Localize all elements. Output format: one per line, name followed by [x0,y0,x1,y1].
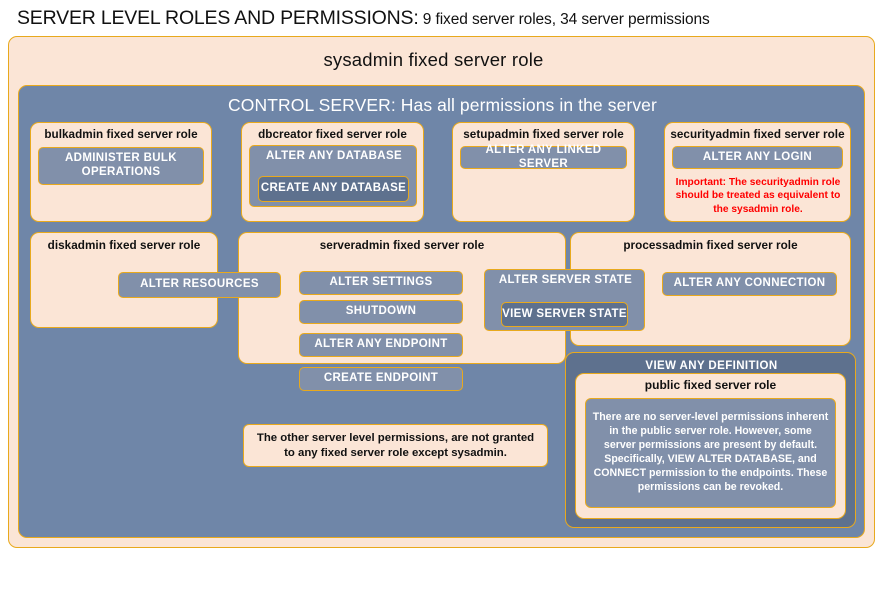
diskadmin-role-title: diskadmin fixed server role [47,239,201,252]
permission-shutdown[interactable]: SHUTDOWN [299,300,463,324]
securityadmin-warning-note: Important: The securityadmin role should… [675,176,841,215]
permission-alter-any-login[interactable]: ALTER ANY LOGIN [672,146,843,169]
securityadmin-role-title: securityadmin fixed server role [670,128,845,141]
page-title-subtitle: 9 fixed server roles, 34 server permissi… [418,11,710,28]
setupadmin-role-title: setupadmin fixed server role [463,128,624,141]
page-title-main: SERVER LEVEL ROLES AND PERMISSIONS: [17,7,419,29]
permission-alter-server-state-label: ALTER SERVER STATE [498,274,633,286]
sql-server-version-label: SQL Server 2017 [53,598,145,610]
permission-create-any-database[interactable]: CREATE ANY DATABASE [258,176,409,202]
permission-administer-bulk-operations[interactable]: ADMINISTER BULK OPERATIONS [38,147,204,185]
public-role-description: There are no server-level permissions in… [585,398,836,508]
permission-alter-any-linked-server[interactable]: ALTER ANY LINKED SERVER [460,144,627,170]
permission-alter-any-connection[interactable]: ALTER ANY CONNECTION [662,272,837,296]
permission-alter-any-endpoint[interactable]: ALTER ANY ENDPOINT [299,333,463,357]
permission-view-any-definition-label: VIEW ANY DEFINITION [645,360,778,372]
page-title: SERVER LEVEL ROLES AND PERMISSIONS: 9 fi… [17,7,877,33]
permission-view-server-state[interactable]: VIEW SERVER STATE [501,302,628,327]
serveradmin-role-title: serveradmin fixed server role [319,239,485,252]
permission-alter-resources[interactable]: ALTER RESOURCES [118,272,281,298]
securityadmin-role-panel [664,122,851,222]
permission-alter-any-database-label: ALTER ANY DATABASE [266,150,402,162]
permission-create-endpoint[interactable]: CREATE ENDPOINT [299,367,463,391]
other-permissions-note: The other server level permissions, are … [243,424,548,467]
control-server-label: CONTROL SERVER: Has all permissions in t… [228,95,657,115]
public-role-title: public fixed server role [644,378,777,392]
processadmin-role-title: processadmin fixed server role [623,239,798,252]
sysadmin-role-label: sysadmin fixed server role [323,49,544,70]
dbcreator-role-title: dbcreator fixed server role [258,128,407,141]
permission-alter-settings[interactable]: ALTER SETTINGS [299,271,463,295]
setupadmin-role-panel [452,122,635,222]
bulkadmin-role-title: bulkadmin fixed server role [44,128,198,141]
